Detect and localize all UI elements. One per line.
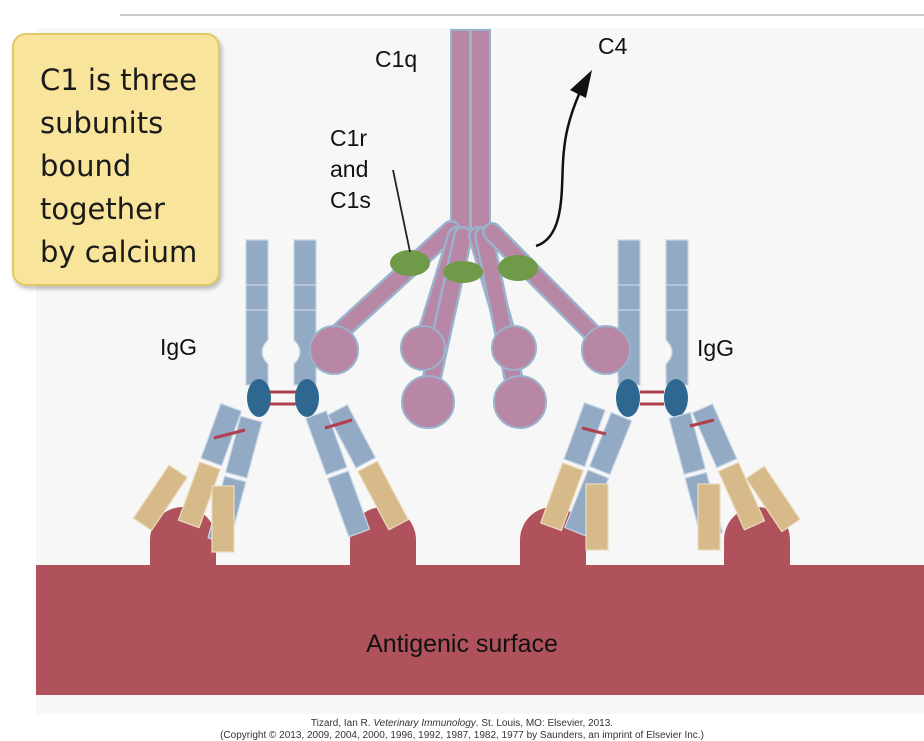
hinge-region bbox=[616, 379, 640, 417]
citation-author: Tizard, Ian R. bbox=[310, 718, 374, 729]
antigenic-surface: Antigenic surface bbox=[36, 507, 924, 695]
citation-publisher: . St. Louis, MO: Elsevier, 2013. bbox=[475, 718, 614, 729]
antigenic-surface-label: Antigenic surface bbox=[366, 630, 558, 658]
callout-line: C1 is three bbox=[40, 63, 198, 97]
citation-line: Tizard, Ian R. Veterinary Immunology. St… bbox=[0, 718, 924, 729]
c1r-c1s-complex bbox=[390, 250, 538, 283]
igg-left: IgG bbox=[132, 239, 410, 553]
callout-line: by calcium bbox=[40, 235, 198, 269]
c4-label: C4 bbox=[598, 33, 628, 59]
hinge-region bbox=[664, 379, 688, 417]
hinge-region bbox=[247, 379, 271, 417]
callout-line: together bbox=[40, 192, 165, 226]
igg-right: IgG bbox=[539, 239, 801, 551]
c1q-label: C1q bbox=[375, 46, 417, 72]
hinge-region bbox=[295, 379, 319, 417]
c1q-head bbox=[491, 325, 537, 371]
c1q-molecule bbox=[309, 29, 631, 429]
callout-box: C1 is three subunits bound together by c… bbox=[12, 33, 220, 286]
c1q-head bbox=[401, 375, 455, 429]
c4-cleavage-arrow bbox=[535, 70, 592, 248]
c1q-head bbox=[493, 375, 547, 429]
copyright-line: (Copyright © 2013, 2009, 2004, 2000, 199… bbox=[220, 730, 704, 741]
and-label: and bbox=[330, 156, 368, 182]
c1q-head bbox=[581, 325, 631, 375]
c1r-c1s-leader-line bbox=[392, 169, 411, 253]
callout-line: bound bbox=[40, 149, 132, 183]
citation-book-title: Veterinary Immunology bbox=[373, 718, 476, 729]
c1q-head bbox=[400, 325, 446, 371]
callout-line: subunits bbox=[40, 106, 164, 140]
c1r-label: C1r bbox=[330, 125, 367, 151]
c1s-label: C1s bbox=[330, 187, 371, 213]
igg-right-label: IgG bbox=[697, 335, 734, 361]
c1q-head bbox=[309, 325, 359, 375]
header-rule bbox=[120, 14, 924, 16]
igg-left-label: IgG bbox=[160, 334, 197, 360]
